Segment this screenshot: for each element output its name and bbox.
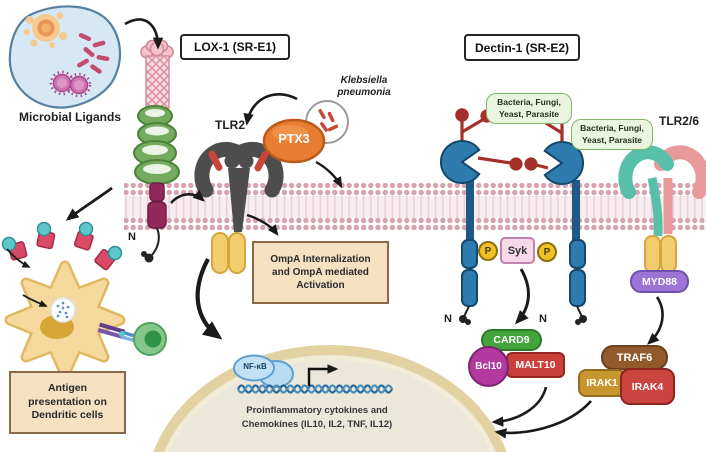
microbial-ligands-label: Microbial Ligands <box>18 110 121 124</box>
nucleus-caption: Proinflammatory cytokines and Chemokines… <box>241 405 393 431</box>
nucleus <box>153 345 507 452</box>
lox1-title-box: LOX-1 (SR-E1) <box>180 34 290 60</box>
nfkb-label: NF-κB <box>243 362 267 371</box>
tlr26-receptor <box>618 145 706 273</box>
dendritic-cell <box>4 260 126 380</box>
tlr2-label: TLR2 <box>215 118 245 132</box>
flow-arrows <box>6 18 664 439</box>
lox1-lectin-domain <box>145 55 170 109</box>
antigen-caption-box: Antigen presentation on Dendritic cells <box>9 371 126 434</box>
lox1-n-tail <box>151 227 160 256</box>
n-terminus-lox1: N <box>128 231 136 243</box>
tir-domain <box>211 232 229 274</box>
klebsiella-label: Klebsiella pneumonia <box>337 75 391 98</box>
traf6-molecule: TRAF6 <box>601 345 668 370</box>
bcl10-molecule: Bcl10 <box>468 346 509 387</box>
microbial-ligands-cell <box>8 5 122 109</box>
irak1-molecule: IRAK1 <box>578 369 626 397</box>
irak4-molecule: IRAK4 <box>620 368 675 405</box>
dectin1-receptor-right <box>543 141 587 325</box>
transcription-arrow <box>307 364 339 386</box>
malt10-molecule: MALT10 <box>506 352 565 378</box>
nfkb-complex <box>233 354 294 388</box>
ligand-tag-right: Bacteria, Fungi, Yeast, Parasite <box>571 119 653 150</box>
rod-bacteria-icon <box>77 32 110 74</box>
ompa-caption-box: OmpA Internalization and OmpA mediated A… <box>252 241 389 304</box>
phospho-left: P <box>478 241 498 261</box>
ptx3-label: PTX3 <box>278 132 310 146</box>
tir-domain <box>660 235 677 273</box>
card9-molecule: CARD9 <box>481 329 542 351</box>
ligand-fragment <box>208 150 223 171</box>
dna-helix <box>237 384 393 394</box>
lox1-receptor <box>133 39 180 263</box>
t-cell <box>133 322 167 356</box>
dectin1-title-box: Dectin-1 (SR-E2) <box>464 34 580 61</box>
dc-nucleus <box>50 297 76 323</box>
tlr26-label: TLR2/6 <box>658 114 699 128</box>
dectin1-receptor-left <box>439 140 481 325</box>
ligand-tag-left: Bacteria, Fungi, Yeast, Parasite <box>486 93 572 124</box>
n-terminus-dectin-right: N <box>539 313 547 325</box>
mhc-antigen-complexes <box>1 221 123 271</box>
tir-domain <box>644 235 661 273</box>
ligand-fragment <box>254 151 269 172</box>
lox1-transmembrane <box>149 182 165 202</box>
n-terminus-dectin-left: N <box>444 313 452 325</box>
tir-domain <box>228 232 246 274</box>
myd88-molecule: MYD88 <box>630 270 689 293</box>
ptx3-shape <box>262 118 326 164</box>
syk-molecule: Syk <box>500 237 535 264</box>
cocci-icon <box>49 70 92 98</box>
phospho-right: P <box>537 242 557 262</box>
tlr2-receptor <box>194 141 284 274</box>
fungus-icon <box>24 12 67 48</box>
